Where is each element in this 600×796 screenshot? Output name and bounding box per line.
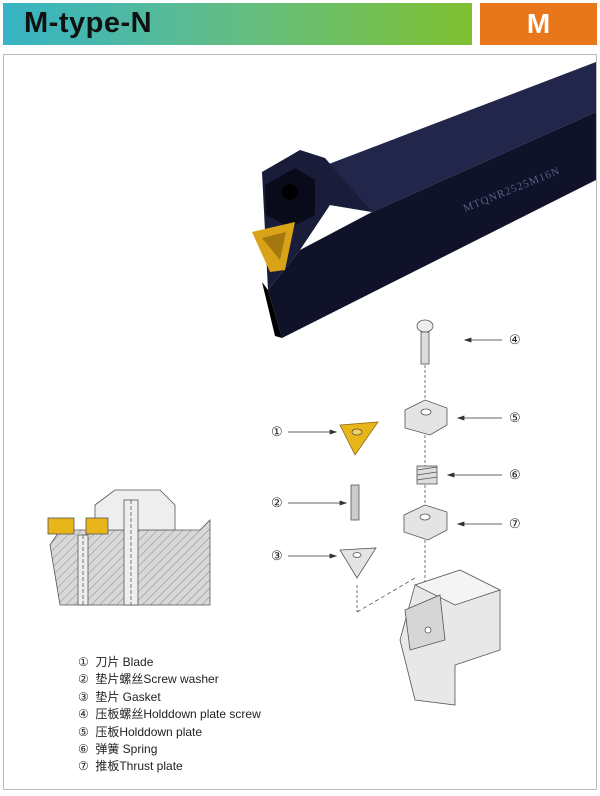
legend-number: ② <box>78 672 89 687</box>
legend-number: ③ <box>78 689 89 704</box>
parts-legend: ① 刀片 Blade ② 垫片螺丝Screw washer ③ 垫片 Gaske… <box>78 654 261 776</box>
callout-7: ⑦ <box>509 516 521 531</box>
callout-5: ⑤ <box>509 410 521 425</box>
tool-holder-image <box>252 62 596 338</box>
legend-item: ③ 垫片 Gasket <box>78 689 261 706</box>
legend-label: 弹簧 Spring <box>95 742 158 757</box>
callout-4: ④ <box>509 332 521 347</box>
legend-label: 压板螺丝Holddown plate screw <box>95 707 261 722</box>
category-badge-label: M <box>526 8 551 39</box>
callout-1: ① <box>271 424 283 439</box>
exploded-parts <box>288 319 502 706</box>
legend-item: ⑥ 弹簧 Spring <box>78 741 261 758</box>
callout-2: ② <box>271 495 283 510</box>
legend-label: 推板Thrust plate <box>95 759 183 774</box>
legend-label: 刀片 Blade <box>95 655 154 669</box>
page-title: M-type-N <box>24 7 153 39</box>
cross-section-diagram <box>47 489 211 606</box>
legend-number: ⑤ <box>78 724 89 739</box>
legend-label: 垫片 Gasket <box>95 689 161 704</box>
content-frame <box>3 54 597 790</box>
legend-item: ⑦ 推板Thrust plate <box>78 758 261 775</box>
legend-label: 垫片螺丝Screw washer <box>95 672 219 687</box>
legend-item: ① 刀片 Blade <box>78 654 261 671</box>
legend-number: ⑥ <box>78 742 89 757</box>
legend-item: ④ 压板螺丝Holddown plate screw <box>78 706 261 723</box>
legend-number: ① <box>78 655 89 669</box>
legend-item: ② 垫片螺丝Screw washer <box>78 671 261 688</box>
callout-3: ③ <box>271 548 283 563</box>
title-banner: M-type-N <box>3 3 472 45</box>
callout-6: ⑥ <box>509 467 521 482</box>
legend-number: ④ <box>78 707 89 722</box>
legend-label: 压板Holddown plate <box>95 724 203 739</box>
legend-item: ⑤ 压板Holddown plate <box>78 724 261 741</box>
legend-number: ⑦ <box>78 759 89 774</box>
category-badge: M <box>480 3 597 45</box>
